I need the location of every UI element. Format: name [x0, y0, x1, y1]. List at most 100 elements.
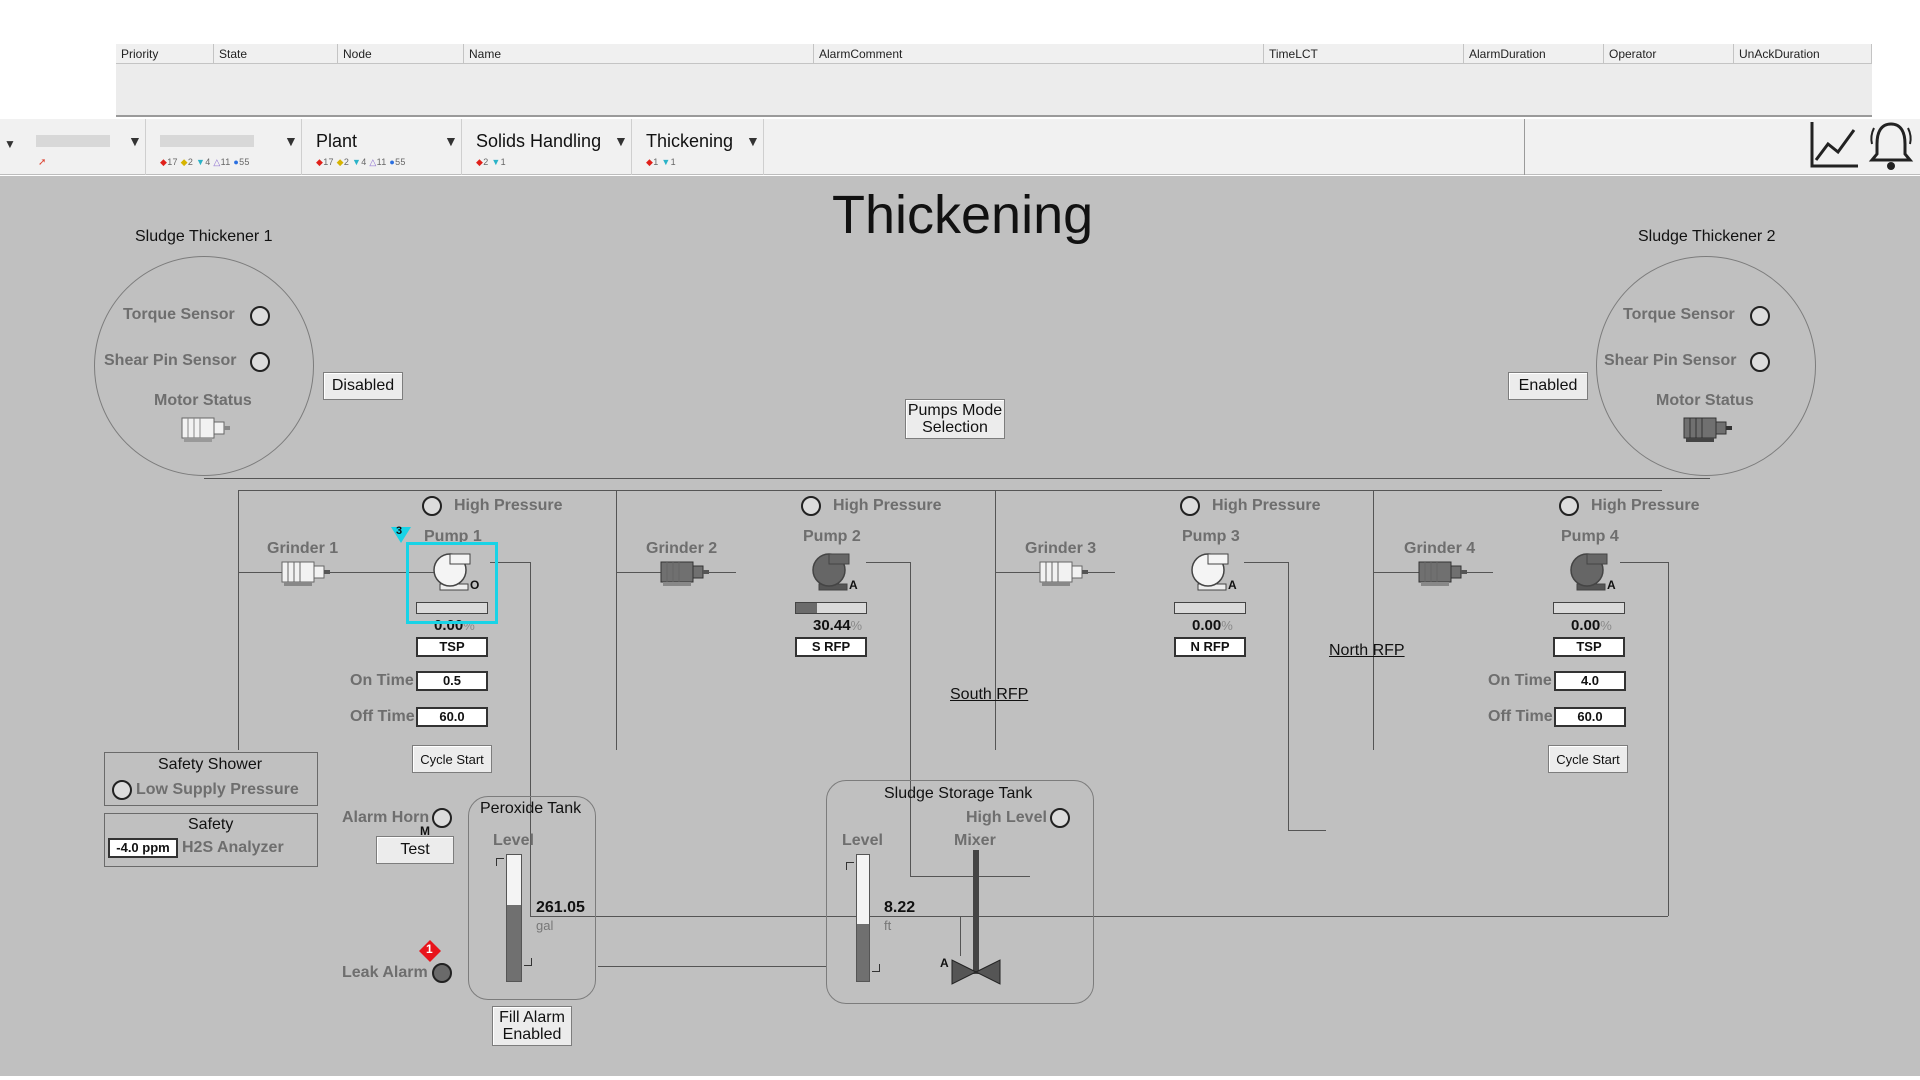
high-pressure-label: High Pressure: [1212, 497, 1321, 514]
grinder-icon[interactable]: [1036, 556, 1090, 588]
sludge-storage-tank: [826, 780, 1094, 1004]
button-line: Fill Alarm: [499, 1009, 565, 1026]
pump-destination[interactable]: TSP: [416, 637, 488, 657]
navigation-bar: ▼ ▼ ➚ ▼ ◆17 ◆2 ▼4 △11 ●55 Plant ▼ ◆17 ◆2…: [0, 119, 1920, 175]
pipe: [866, 562, 910, 563]
high-level-label: High Level: [966, 809, 1047, 826]
motor-icon[interactable]: [178, 412, 232, 444]
chevron-down-icon[interactable]: ▼: [128, 133, 142, 149]
chevron-down-icon[interactable]: ▼: [746, 133, 760, 149]
torque-sensor-indicator[interactable]: [250, 306, 270, 326]
breadcrumb-item-thickening[interactable]: Thickening ▼ ◆1 ▼1: [632, 119, 764, 175]
on-time-input[interactable]: 4.0: [1554, 671, 1626, 691]
page-title: Thickening: [832, 185, 1094, 245]
nav-left-arrow-icon[interactable]: ▼: [4, 137, 16, 151]
grinder-icon[interactable]: [1415, 556, 1469, 588]
pipe: [1244, 562, 1288, 563]
high-pressure-indicator[interactable]: [801, 496, 821, 516]
shear-pin-sensor-indicator[interactable]: [250, 352, 270, 372]
pipe: [204, 478, 1710, 479]
pumps-mode-selection-button[interactable]: Pumps Mode Selection: [905, 399, 1005, 439]
alarm-horn-test-button[interactable]: Test: [376, 836, 454, 864]
pump-icon[interactable]: [1186, 550, 1234, 594]
pump-speed-bar: [416, 602, 488, 614]
pump-icon[interactable]: [1565, 550, 1613, 594]
pipe: [995, 490, 996, 750]
pump-mode: A: [849, 578, 858, 592]
breadcrumb-item-plant[interactable]: Plant ▼ ◆17 ◆2 ▼4 △11 ●55: [302, 119, 462, 175]
motor-status-label: Motor Status: [1656, 392, 1754, 409]
off-time-label: Off Time: [1488, 708, 1553, 725]
north-rfp-link[interactable]: North RFP: [1329, 642, 1405, 659]
cycle-start-button[interactable]: Cycle Start: [1548, 745, 1628, 773]
south-rfp-link[interactable]: South RFP: [950, 686, 1029, 703]
pump-destination[interactable]: S RFP: [795, 637, 867, 657]
alarm-counts: ◆1 ▼1: [646, 157, 676, 167]
pump-destination[interactable]: TSP: [1553, 637, 1625, 657]
trend-chart-icon[interactable]: [1808, 118, 1860, 170]
storage-low-marker: [872, 964, 880, 972]
grinder-label: Grinder 2: [646, 540, 718, 557]
leak-alarm-indicator[interactable]: [432, 963, 452, 983]
high-pressure-label: High Pressure: [454, 497, 563, 514]
breadcrumb-name-placeholder: [160, 135, 254, 147]
alarm-grid-column-header[interactable]: Priority: [116, 44, 214, 64]
pump-1-selection-highlight[interactable]: [406, 542, 498, 624]
storage-level-value: 8.22: [884, 899, 916, 916]
mixer-icon[interactable]: [948, 850, 1004, 988]
breadcrumb-name-placeholder: [36, 135, 110, 147]
h2s-panel-title: Safety: [188, 816, 234, 833]
low-supply-pressure-indicator[interactable]: [112, 780, 132, 800]
high-pressure-indicator[interactable]: [422, 496, 442, 516]
safety-shower-title: Safety Shower: [158, 756, 263, 773]
pump-icon[interactable]: [807, 550, 855, 594]
breadcrumb-item-2[interactable]: ▼ ◆17 ◆2 ▼4 △11 ●55: [146, 119, 302, 175]
motor-icon[interactable]: [1680, 412, 1734, 444]
alarm-horn-indicator[interactable]: [432, 808, 452, 828]
alarm-grid-column-header[interactable]: AlarmDuration: [1464, 44, 1604, 64]
pin-icon: ➚: [38, 157, 47, 168]
alarm-grid-column-header[interactable]: Name: [464, 44, 814, 64]
on-time-label: On Time: [350, 672, 414, 689]
chevron-down-icon[interactable]: ▼: [614, 133, 628, 149]
alarm-grid-column-header[interactable]: State: [214, 44, 338, 64]
breadcrumb-item-1[interactable]: ▼ ➚: [22, 119, 146, 175]
mixer-mode: A: [940, 956, 949, 970]
off-time-input[interactable]: 60.0: [416, 707, 488, 727]
fill-alarm-enabled-button[interactable]: Fill Alarm Enabled: [492, 1006, 572, 1046]
pump-speed-bar: [795, 602, 867, 614]
pipe: [530, 916, 1668, 917]
shear-pin-sensor-indicator[interactable]: [1750, 352, 1770, 372]
chevron-down-icon[interactable]: ▼: [284, 133, 298, 149]
pump-destination[interactable]: N RFP: [1174, 637, 1246, 657]
pump-icon[interactable]: [428, 550, 476, 594]
alarm-grid-column-header[interactable]: Node: [338, 44, 464, 64]
high-pressure-indicator[interactable]: [1180, 496, 1200, 516]
thickener-1-state-button[interactable]: Disabled: [323, 372, 403, 400]
alarm-grid-column-header[interactable]: AlarmComment: [814, 44, 1264, 64]
torque-sensor-indicator[interactable]: [1750, 306, 1770, 326]
alarm-grid-column-header[interactable]: TimeLCT: [1264, 44, 1464, 64]
high-pressure-indicator[interactable]: [1559, 496, 1579, 516]
pump-mode: A: [1607, 578, 1616, 592]
peroxide-tank: [468, 796, 596, 1000]
mixer-label: Mixer: [954, 832, 996, 849]
pump-speed-unit: %: [1221, 618, 1233, 633]
chevron-down-icon[interactable]: ▼: [444, 133, 458, 149]
pump-speed-value: 30.44%: [813, 617, 862, 634]
on-time-input[interactable]: 0.5: [416, 671, 488, 691]
cycle-start-button[interactable]: Cycle Start: [412, 745, 492, 773]
alarm-grid-column-header[interactable]: UnAckDuration: [1734, 44, 1872, 64]
alarm-grid-column-header[interactable]: Operator: [1604, 44, 1734, 64]
alarm-counts: ◆17 ◆2 ▼4 △11 ●55: [316, 157, 406, 167]
h2s-value-display: -4.0 ppm: [108, 838, 178, 858]
off-time-input[interactable]: 60.0: [1554, 707, 1626, 727]
grinder-icon[interactable]: [278, 556, 332, 588]
thickener-2-state-button[interactable]: Enabled: [1508, 372, 1588, 400]
pipe: [598, 966, 826, 967]
alarm-bell-icon[interactable]: [1868, 118, 1914, 172]
high-level-indicator[interactable]: [1050, 808, 1070, 828]
grinder-icon[interactable]: [657, 556, 711, 588]
breadcrumb-item-solids-handling[interactable]: Solids Handling ▼ ◆2 ▼1: [462, 119, 632, 175]
